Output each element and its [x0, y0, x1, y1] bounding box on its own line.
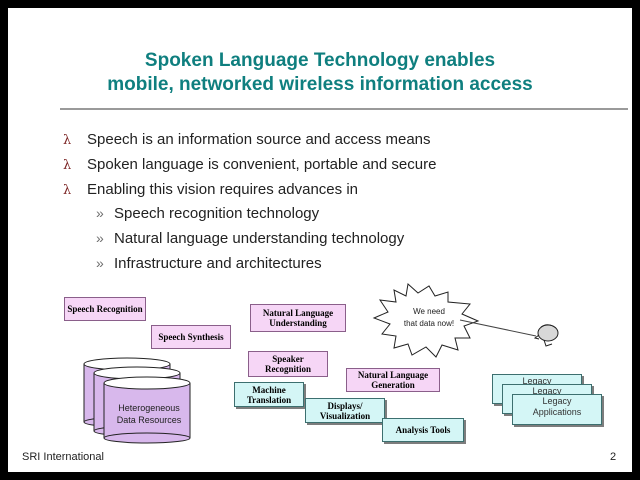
subbullet-item: » Speech recognition technology — [8, 204, 632, 228]
subbullet-item: » Infrastructure and architectures — [8, 254, 632, 278]
chevron-bullet-icon: » — [96, 205, 104, 221]
machine-translation-box: Machine Translation — [234, 382, 304, 407]
database-cylinder-icon — [83, 357, 191, 444]
legacy-card-back-label: Legacy — [522, 376, 552, 386]
chevron-bullet-icon: » — [96, 230, 104, 246]
legacy-applications-line1: Legacy — [542, 396, 572, 406]
natural-language-generation-box: Natural Language Generation — [346, 368, 440, 392]
callout-burst-shape — [372, 283, 480, 358]
lambda-bullet-icon: λ — [63, 183, 72, 198]
speech-recognition-box: Speech Recognition — [64, 297, 146, 321]
bullet-text: Spoken language is convenient, portable … — [87, 156, 437, 173]
subbullet-item: » Natural language understanding technol… — [8, 229, 632, 253]
legacy-card-middle-label: Legacy — [532, 386, 562, 396]
callout-pointer-line — [459, 319, 537, 337]
bullet-text: Speech is an information source and acce… — [87, 131, 431, 148]
callout-line1: We need — [413, 307, 445, 316]
lambda-bullet-icon: λ — [63, 158, 72, 173]
analysis-tools-box: Analysis Tools — [382, 418, 464, 442]
callout-graphics — [83, 283, 559, 444]
slide-title-line2: mobile, networked wireless information a… — [107, 74, 533, 95]
slide: Spoken Language Technology enables mobil… — [8, 8, 632, 472]
subbullet-text: Natural language understanding technolog… — [114, 230, 405, 247]
subbullet-text: Infrastructure and architectures — [114, 255, 322, 272]
footer-org: SRI International — [22, 451, 104, 463]
bullet-item: λ Enabling this vision requires advances… — [8, 180, 632, 204]
speaker-recognition-box: Speaker Recognition — [248, 351, 328, 377]
legacy-applications-card: Legacy Applications — [512, 394, 602, 425]
callout-text: We need that data now! — [394, 306, 464, 330]
lambda-bullet-icon: λ — [63, 133, 72, 148]
subbullet-text: Speech recognition technology — [114, 205, 320, 222]
legacy-applications-line2: Applications — [532, 407, 582, 417]
bullet-text: Enabling this vision requires advances i… — [87, 181, 358, 198]
slide-title-line1: Spoken Language Technology enables — [144, 50, 496, 71]
displays-visualization-box: Displays/ Visualization — [305, 398, 385, 423]
data-resources-label: Heterogeneous Data Resources — [116, 403, 182, 425]
bullet-item: λ Spoken language is convenient, portabl… — [8, 155, 632, 179]
natural-language-understanding-box: Natural Language Understanding — [250, 304, 346, 332]
page-number: 2 — [610, 451, 617, 463]
bullet-item: λ Speech is an information source and ac… — [8, 130, 632, 154]
callout-line2: that data now! — [403, 319, 455, 328]
title-divider — [60, 108, 628, 110]
person-head-icon — [533, 324, 559, 347]
speech-synthesis-box: Speech Synthesis — [151, 325, 231, 349]
chevron-bullet-icon: » — [96, 255, 104, 271]
